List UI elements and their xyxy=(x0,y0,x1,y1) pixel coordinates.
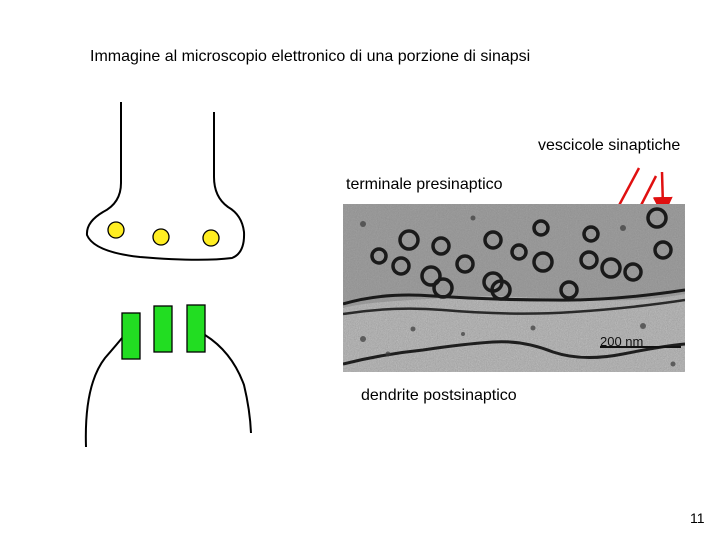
slide-title: Immagine al microscopio elettronico di u… xyxy=(90,48,530,66)
receptor-rect xyxy=(187,305,205,352)
presynaptic-label: terminale presinaptico xyxy=(346,176,503,194)
arrow-to-vesicle xyxy=(662,172,663,207)
vesicle-circle xyxy=(108,222,124,238)
vesicles-label: vescicole sinaptiche xyxy=(538,137,680,155)
scale-bar-label: 200 nm xyxy=(600,334,643,349)
vesicle-circle xyxy=(153,229,169,245)
postsynaptic-label: dendrite postsinaptico xyxy=(361,387,517,405)
receptor-rect xyxy=(122,313,140,359)
receptor-rect xyxy=(154,306,172,352)
page-number: 11 xyxy=(690,509,705,527)
vesicle-circle xyxy=(203,230,219,246)
